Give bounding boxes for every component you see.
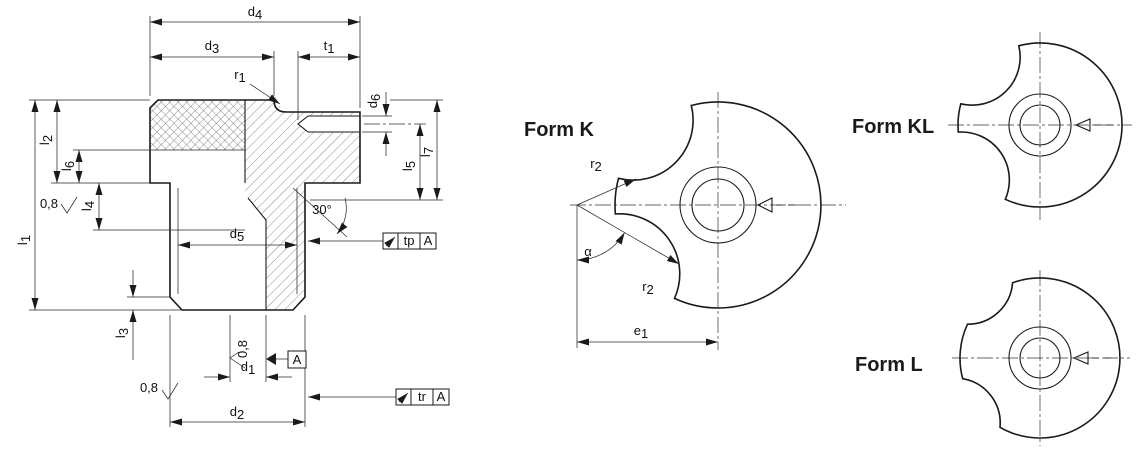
radial-hole-edges <box>297 115 360 133</box>
form-l-hole-circle <box>1019 337 1061 379</box>
form-kl-centerlines <box>948 32 1132 220</box>
roughness-value: 0,8 <box>235 340 250 358</box>
dim-l6-label: l6 <box>59 161 77 171</box>
dim-l7-label: l7 <box>418 147 436 157</box>
dim-r1-label: r1 <box>234 67 246 85</box>
form-k-centerlines <box>570 92 846 350</box>
form-k-view: Form K r2 r2 α e1 <box>524 92 846 350</box>
dim-d3-label: d3 <box>205 38 219 56</box>
center-bore-edges <box>247 197 267 310</box>
form-kl-hole-circle <box>1019 104 1061 146</box>
datum-letter: A <box>293 352 302 367</box>
alpha-angle-arc <box>576 232 625 264</box>
knurl-texture <box>150 100 245 150</box>
dim-l4-label: l4 <box>79 201 97 211</box>
flag-tr-datum-cell <box>432 388 450 406</box>
dim-l5-label: l5 <box>400 161 418 171</box>
form-k-outer-contour <box>614 101 822 309</box>
head-section-hatch <box>245 100 360 183</box>
form-l-view: Form L <box>855 270 1130 446</box>
roughness-value: 0,8 <box>140 380 158 395</box>
datum-frame <box>287 350 307 369</box>
flag-tr-label: tr <box>418 389 427 404</box>
dim-d5-label: d5 <box>230 226 244 244</box>
form-k-counterbore-circle <box>679 166 757 244</box>
pointer-arrow-icon <box>1074 118 1091 132</box>
dim-d4-label: d4 <box>248 4 262 22</box>
form-kl-outer-contour <box>957 42 1123 208</box>
flag-tp-label: tp <box>404 233 415 248</box>
flag-tr-datum: A <box>437 389 446 404</box>
dim-l1-label: l1 <box>15 235 33 245</box>
roughness-icon <box>229 351 246 369</box>
dim-l2-label: l2 <box>37 135 55 145</box>
dimension-geometry <box>29 16 450 427</box>
dim-r2-label-upper: r2 <box>590 156 602 174</box>
shank-section-hatch <box>245 183 305 310</box>
form-kl-view: Form KL <box>852 32 1132 220</box>
dim-t1-label: t1 <box>324 38 335 56</box>
form-l-title: Form L <box>855 354 923 376</box>
section-view <box>149 99 361 311</box>
leader-r1 <box>249 83 281 105</box>
pointer-arrow-icon <box>1072 351 1089 365</box>
dim-e1-label: e1 <box>634 323 648 341</box>
form-k-hole-circle <box>691 178 745 232</box>
flag-tp-datum: A <box>424 233 433 248</box>
dimension-labels: d4 d3 t1 r1 d6 l7 l5 l2 l6 l4 l1 l3 d5 d… <box>15 4 446 422</box>
dim-d1-label: d1 <box>241 359 255 377</box>
alpha-label: α <box>584 244 592 259</box>
flag-tp-datum-cell <box>419 232 437 250</box>
r2-leader-lower <box>576 204 680 265</box>
r2-leader-upper <box>576 178 637 206</box>
pointer-arrow-icon <box>756 197 773 213</box>
roughness-icon <box>161 382 179 400</box>
dim-d2-label: d2 <box>230 404 244 422</box>
form-l-counterbore-circle <box>1008 326 1072 390</box>
form-l-centerlines <box>952 270 1130 446</box>
angle-30-label: 30° <box>312 202 332 217</box>
form-kl-counterbore-circle <box>1008 93 1072 157</box>
dim-l3-label: l3 <box>113 328 131 338</box>
arrow-up-right-icon <box>397 392 409 404</box>
form-kl-title: Form KL <box>852 116 934 138</box>
roughness-icon <box>60 196 78 214</box>
form-l-outer-contour <box>959 277 1121 439</box>
datum-triangle-icon <box>266 353 276 365</box>
roughness-value: 0,8 <box>40 196 58 211</box>
arrow-up-right-icon <box>384 236 396 248</box>
dim-d6-label: d6 <box>365 94 383 108</box>
form-k-title: Form K <box>524 119 595 141</box>
dim-r2-label-lower: r2 <box>642 279 654 297</box>
thread-minor-lines <box>177 188 298 294</box>
angle-arc <box>336 197 348 235</box>
